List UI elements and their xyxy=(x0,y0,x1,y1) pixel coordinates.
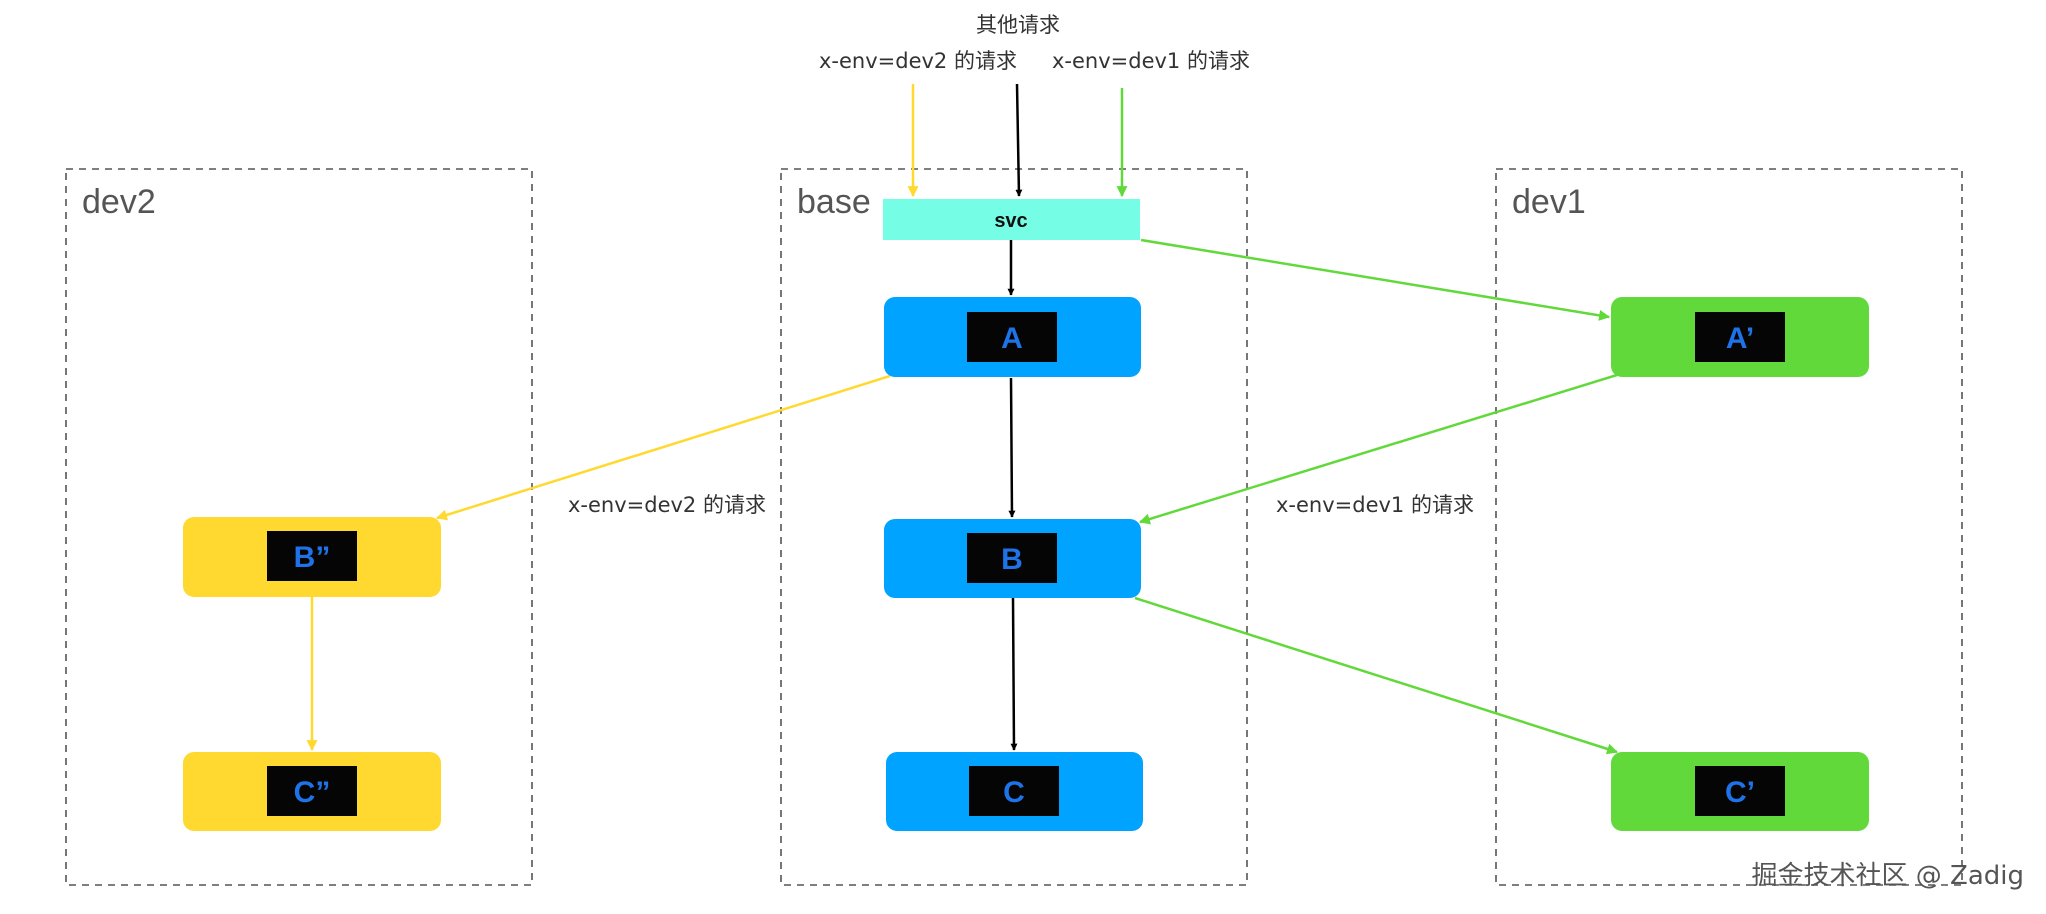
node-c-dprime[interactable]: C” xyxy=(183,752,441,831)
dev1-environment-box xyxy=(1495,168,1963,886)
node-b[interactable]: B xyxy=(884,519,1141,598)
node-c-prime[interactable]: C’ xyxy=(1611,752,1869,831)
dev2-environment-label: dev2 xyxy=(82,183,156,221)
b-to-c-prime-arrow xyxy=(1134,596,1619,755)
node-a-inner xyxy=(967,312,1057,362)
node-c-dprime-label: C” xyxy=(294,776,331,809)
svc-node-label: svc xyxy=(994,210,1027,232)
node-c-dprime-inner xyxy=(267,766,357,816)
a-to-b-dprime-arrow xyxy=(435,374,891,521)
node-b-inner xyxy=(967,533,1057,583)
node-c[interactable]: C xyxy=(886,752,1143,831)
svc-node-box xyxy=(883,199,1140,240)
node-b-dprime-label: B” xyxy=(294,541,331,574)
node-a-prime[interactable]: A’ xyxy=(1611,297,1869,377)
a-to-b-arrow xyxy=(1008,377,1016,518)
node-c-prime-inner xyxy=(1695,766,1785,816)
node-c-inner xyxy=(969,766,1059,816)
base-environment-label: base xyxy=(797,183,871,221)
node-b-dprime-inner xyxy=(267,531,357,581)
node-b-label: B xyxy=(1001,543,1023,576)
svc-to-a-prime-arrow xyxy=(1140,238,1611,321)
dev2-request-label-top: x-env=dev2 的请求 xyxy=(819,49,1017,73)
dev2-request-label-mid: x-env=dev2 的请求 xyxy=(568,493,766,517)
node-c-prime-label: C’ xyxy=(1725,776,1755,809)
svc-node[interactable]: svc xyxy=(883,199,1140,240)
dev1-request-label-top: x-env=dev1 的请求 xyxy=(1052,49,1250,73)
other-incoming-arrow xyxy=(1015,83,1023,197)
node-a[interactable]: A xyxy=(884,297,1141,377)
dev1-request-label-mid: x-env=dev1 的请求 xyxy=(1276,493,1474,517)
node-c-label: C xyxy=(1003,776,1025,809)
dev1-environment-label: dev1 xyxy=(1512,183,1586,221)
node-a-prime-label: A’ xyxy=(1726,322,1754,355)
other-requests-label: 其他请求 xyxy=(976,13,1060,37)
b-to-c-arrow xyxy=(1010,597,1018,751)
node-b-dprime[interactable]: B” xyxy=(183,517,441,597)
dev2-environment-box xyxy=(65,168,533,886)
a-prime-to-b-arrow xyxy=(1138,373,1618,525)
node-a-label: A xyxy=(1001,322,1023,355)
node-a-prime-inner xyxy=(1695,312,1785,362)
watermark: 掘金技术社区 @ Zadig xyxy=(1751,861,2024,891)
base-environment-box xyxy=(780,168,1248,886)
